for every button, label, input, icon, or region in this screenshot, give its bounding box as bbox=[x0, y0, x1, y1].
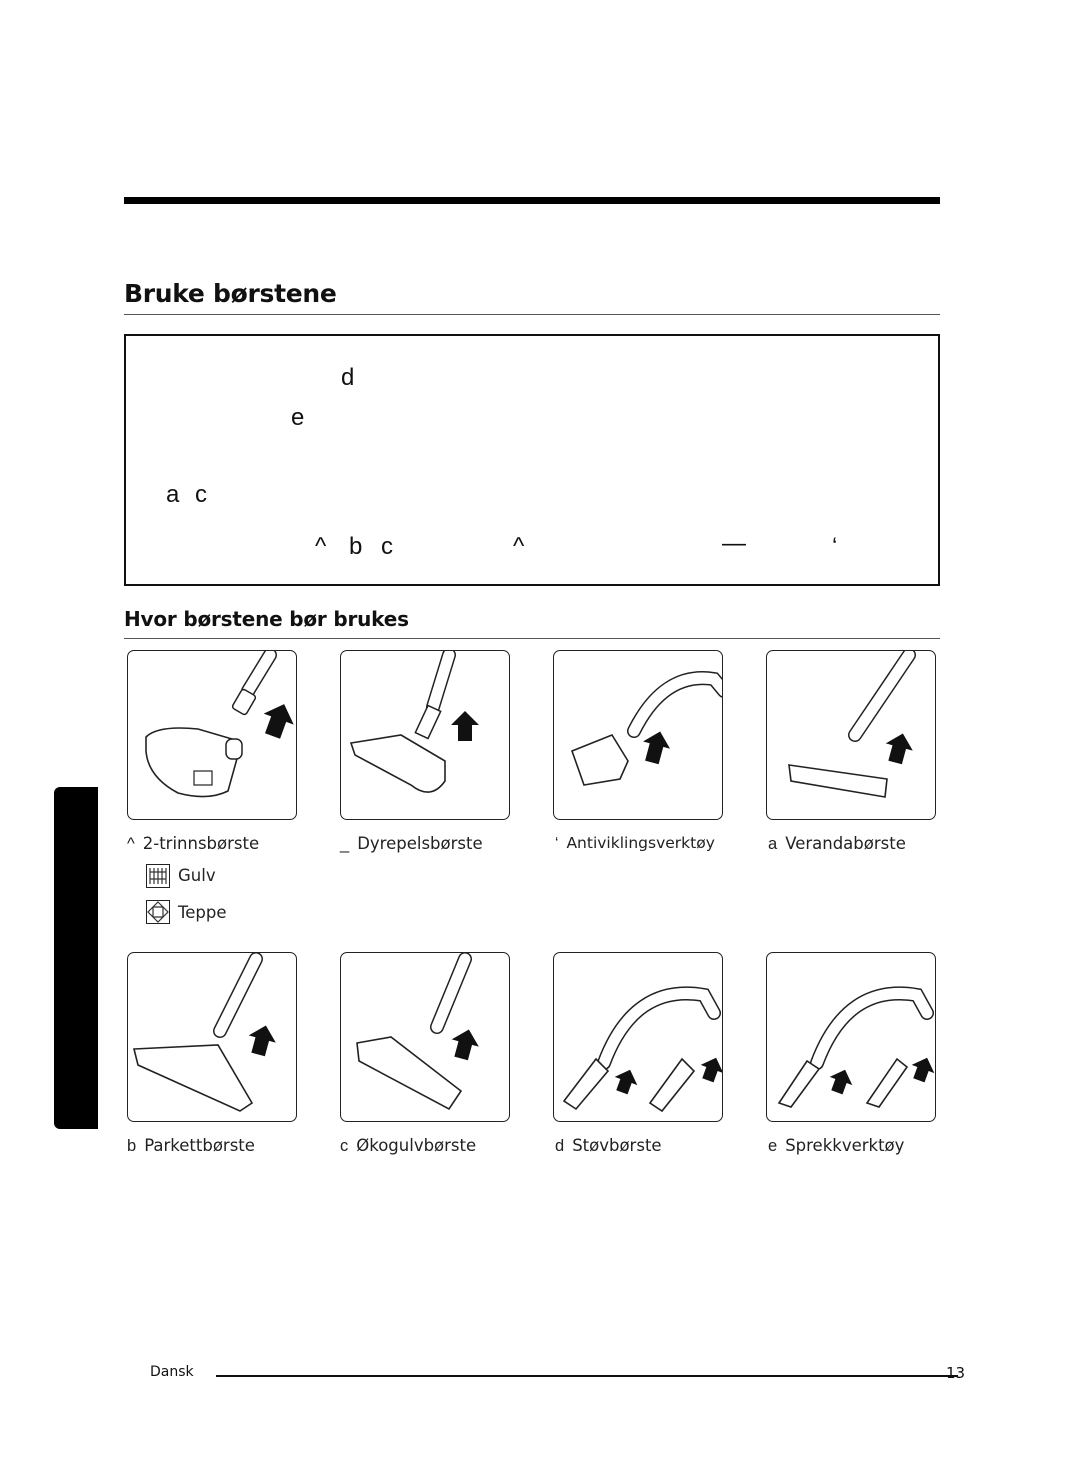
notice-glyph: ^ bbox=[315, 533, 327, 560]
veranda-brush-icon bbox=[766, 650, 936, 820]
notice-glyph: ‘ bbox=[832, 533, 838, 560]
title-divider bbox=[124, 314, 940, 315]
notice-glyph: c bbox=[195, 481, 207, 508]
caption-anti-tangle-tool: ‘Antiviklingsverktøy bbox=[555, 834, 715, 852]
section-divider bbox=[124, 638, 940, 639]
footer-language: Dansk bbox=[150, 1364, 194, 1380]
section-title: Hvor børstene bør brukes bbox=[124, 607, 409, 631]
page-number: 13 bbox=[946, 1364, 966, 1382]
chapter-tab bbox=[54, 787, 98, 1129]
notice-glyph: b bbox=[349, 533, 363, 560]
hard-floor-icon bbox=[146, 864, 170, 888]
anti-tangle-tool-icon bbox=[553, 650, 723, 820]
notice-glyph: — bbox=[722, 530, 746, 557]
notice-box: d e a c ^ b c ^ — ‘ bbox=[124, 334, 940, 586]
pet-brush-icon bbox=[340, 650, 510, 820]
notice-glyph: ^ bbox=[513, 533, 525, 560]
footer-rule bbox=[216, 1375, 958, 1377]
notice-glyph: a bbox=[166, 481, 180, 508]
parquet-brush-icon bbox=[127, 952, 297, 1122]
crevice-tool-icon bbox=[766, 952, 936, 1122]
turbo-brush-icon bbox=[127, 650, 297, 820]
top-rule bbox=[124, 197, 940, 204]
caption-pet-brush: _Dyrepelsbørste bbox=[340, 834, 483, 853]
floor-mode-carpet: Teppe bbox=[178, 903, 227, 922]
carpet-icon bbox=[146, 900, 170, 924]
dusting-brush-icon bbox=[553, 952, 723, 1122]
notice-glyph: e bbox=[291, 404, 305, 431]
page-title: Bruke børstene bbox=[124, 279, 337, 308]
notice-glyph: c bbox=[381, 533, 393, 560]
caption-turbo-brush: ^2-trinnsbørste bbox=[127, 834, 260, 853]
eco-floor-brush-icon bbox=[340, 952, 510, 1122]
floor-mode-hard: Gulv bbox=[178, 866, 216, 885]
notice-glyph: d bbox=[341, 364, 355, 391]
